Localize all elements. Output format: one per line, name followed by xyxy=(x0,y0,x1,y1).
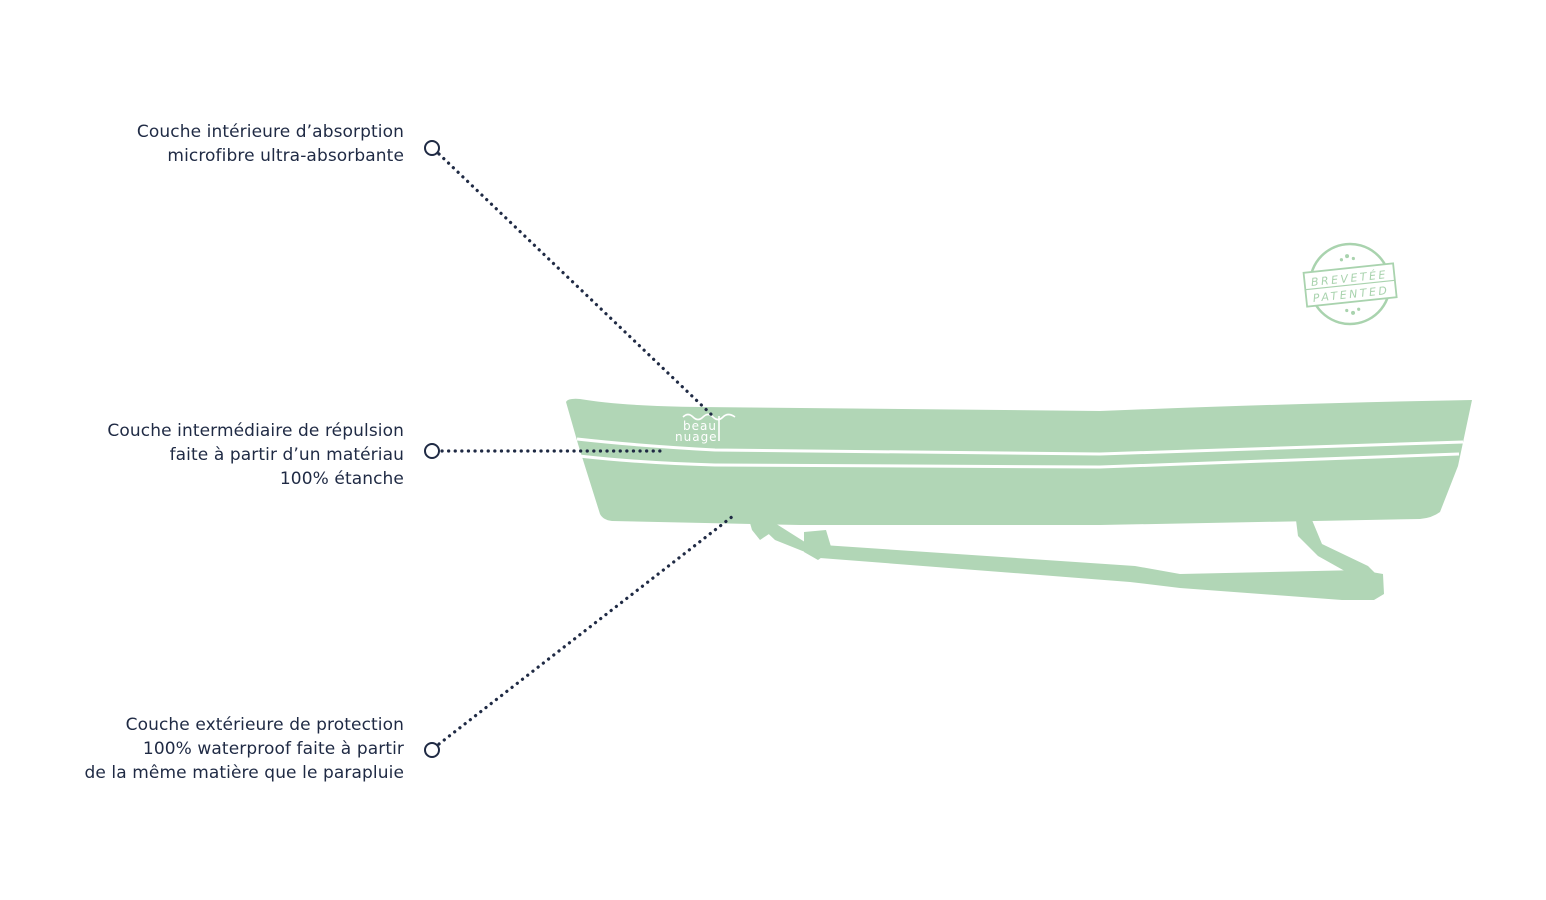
brand-logo: beau nuage xyxy=(675,413,736,444)
callout-text-line: 100% waterproof faite à partir xyxy=(142,739,404,759)
stamp-drop-icons xyxy=(1339,254,1361,315)
callout-text-line: 100% étanche xyxy=(279,469,404,489)
callout-label-outer-layer: Couche extérieure de protection 100% wat… xyxy=(84,713,404,785)
layer-stripe-bottom xyxy=(578,452,1460,469)
callout-text-line: microfibre ultra-absorbante xyxy=(167,146,404,166)
callout-marker-middle xyxy=(424,443,440,459)
logo-text-beau: beau xyxy=(683,419,717,433)
callout-marker-outer xyxy=(424,742,440,758)
leader-lines xyxy=(437,152,735,746)
logo-text-nuage: nuage xyxy=(675,430,718,444)
callout-text-line: Couche extérieure de protection xyxy=(125,715,404,735)
layer-stripe-top xyxy=(576,437,1464,456)
leader-line-outer xyxy=(437,514,735,746)
callout-label-middle-layer: Couche intermédiaire de répulsion faite … xyxy=(107,419,404,491)
callout-text-line: Couche intérieure d’absorption xyxy=(136,122,404,142)
callout-text-line: faite à partir d’un matériau xyxy=(169,445,404,465)
patented-stamp: BREVETÉE PATENTED xyxy=(1302,242,1398,326)
bag-body xyxy=(566,398,1472,525)
callout-text-line: de la même matière que le parapluie xyxy=(84,763,404,783)
shoulder-strap xyxy=(748,516,1384,600)
callout-label-inner-layer: Couche intérieure d’absorption microfibr… xyxy=(137,120,404,168)
logo-wave-icon xyxy=(682,413,736,421)
callout-markers xyxy=(424,140,440,758)
leader-line-inner xyxy=(437,152,717,420)
callout-marker-inner xyxy=(424,140,440,156)
callout-text-line: Couche intermédiaire de répulsion xyxy=(107,421,404,441)
